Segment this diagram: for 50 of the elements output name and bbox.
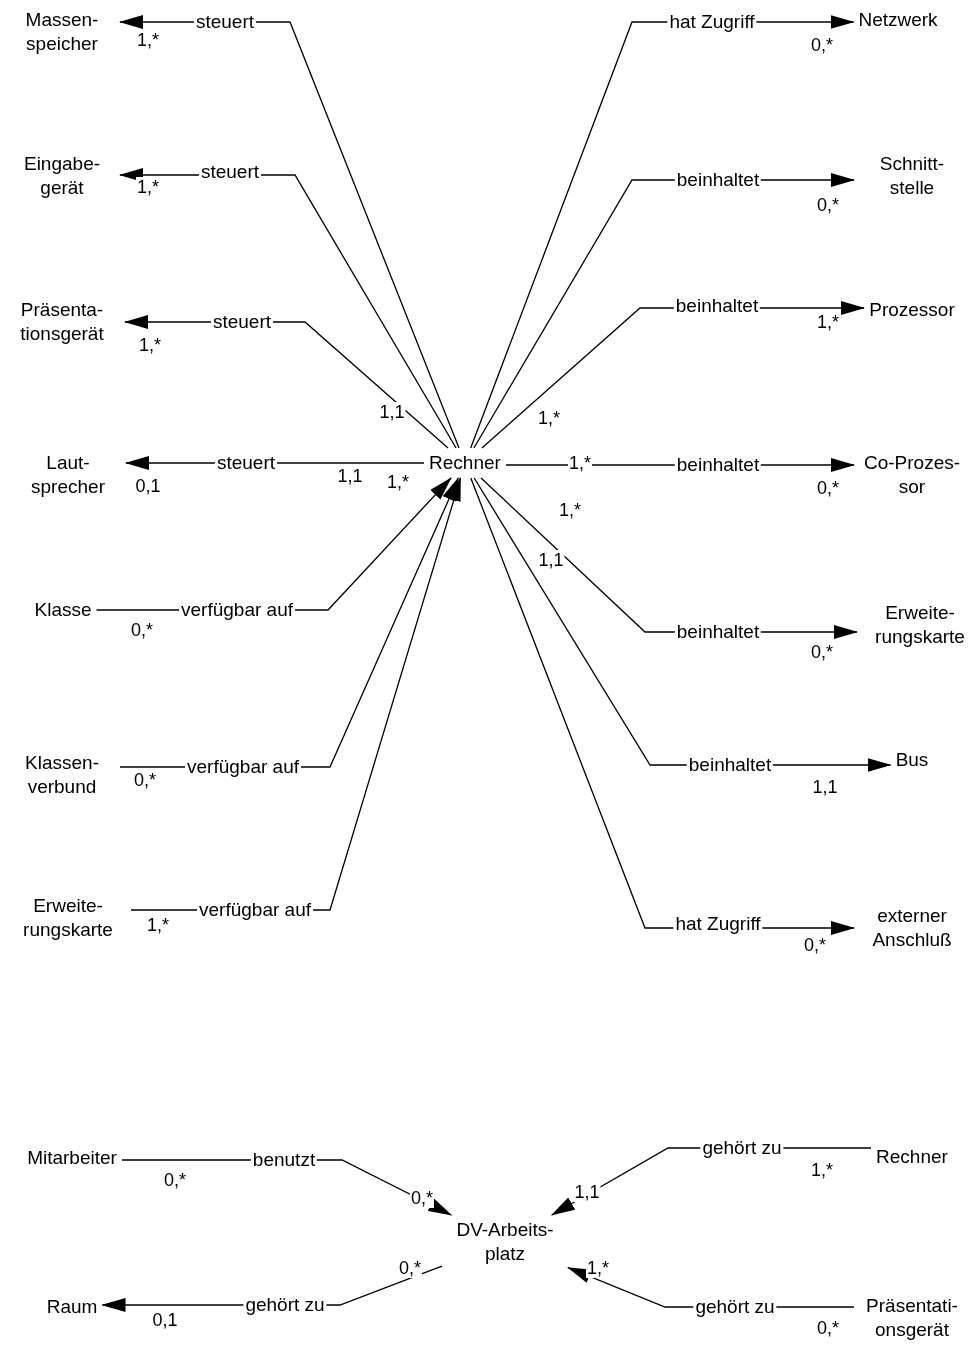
cardinality-label: 1,* [136,177,160,197]
entity-label: Bus [893,748,931,772]
cardinality-label: 0,* [130,620,154,640]
cardinality-label: 1,1 [378,402,406,422]
entity-label: DV-Arbeits- platz [445,1218,565,1266]
cardinality-label: 0,* [816,195,840,215]
cardinality-label: 1,* [146,915,170,935]
entity-label: Prozessor [867,298,957,322]
cardinality-label: 1,1 [537,550,565,570]
cardinality-label: 0,* [163,1170,187,1190]
cardinality-label: 0,* [810,35,834,55]
cardinality-label: 1,* [136,30,160,50]
cardinality-label: 1,* [138,335,162,355]
cardinality-label: 0,1 [134,476,162,496]
cardinality-label: 1,1 [336,466,364,486]
cardinality-label: 0,* [810,642,834,662]
cardinality-label: 1,* [586,1258,610,1278]
cardinality-label: 1,* [810,1160,834,1180]
entity-label: Klassen- verbund [7,751,117,799]
entity-label: Rechner [874,1145,950,1169]
entity-label: externer Anschluß [857,904,967,952]
cardinality-label: 1,1 [811,777,839,797]
entity-label: Laut- sprecher [13,451,123,499]
entity-label: Schnitt- stelle [857,152,967,200]
entity-label: Rechner [427,451,503,475]
cardinality-label: 1,* [816,312,840,332]
entity-label: Erweite- rungskarte [860,601,975,649]
cardinality-label: 0,* [803,935,827,955]
cardinality-label: 0,* [398,1258,422,1278]
connector-arrow [119,15,460,449]
entity-label: Klasse [32,598,94,622]
cardinality-label: 1,* [558,500,582,520]
entity-label: Eingabe- gerät [7,152,117,200]
cardinality-label: 0,1 [151,1310,179,1330]
cardinality-label: 0,* [816,478,840,498]
entity-label: Mitarbeiter [25,1146,119,1170]
cardinality-label: 0,* [410,1188,434,1208]
entity-label: Co-Prozes- sor [857,451,967,499]
cardinality-label: 1,1 [573,1182,601,1202]
cardinality-label: 0,* [133,770,157,790]
cardinality-label: 0,* [816,1318,840,1338]
cardinality-label: 1,* [568,453,592,473]
entity-label: Präsenta- tionsgerät [2,298,122,346]
entity-label: Netzwerk [856,8,940,32]
entity-label: Erweite- rungskarte [8,894,128,942]
cardinality-label: 1,* [537,408,561,428]
cardinality-label: 1,* [386,472,410,492]
entity-label: Raum [44,1295,100,1319]
entity-label: Massen- speicher [7,8,117,56]
entity-label: Präsentati- onsgerät [857,1294,967,1342]
